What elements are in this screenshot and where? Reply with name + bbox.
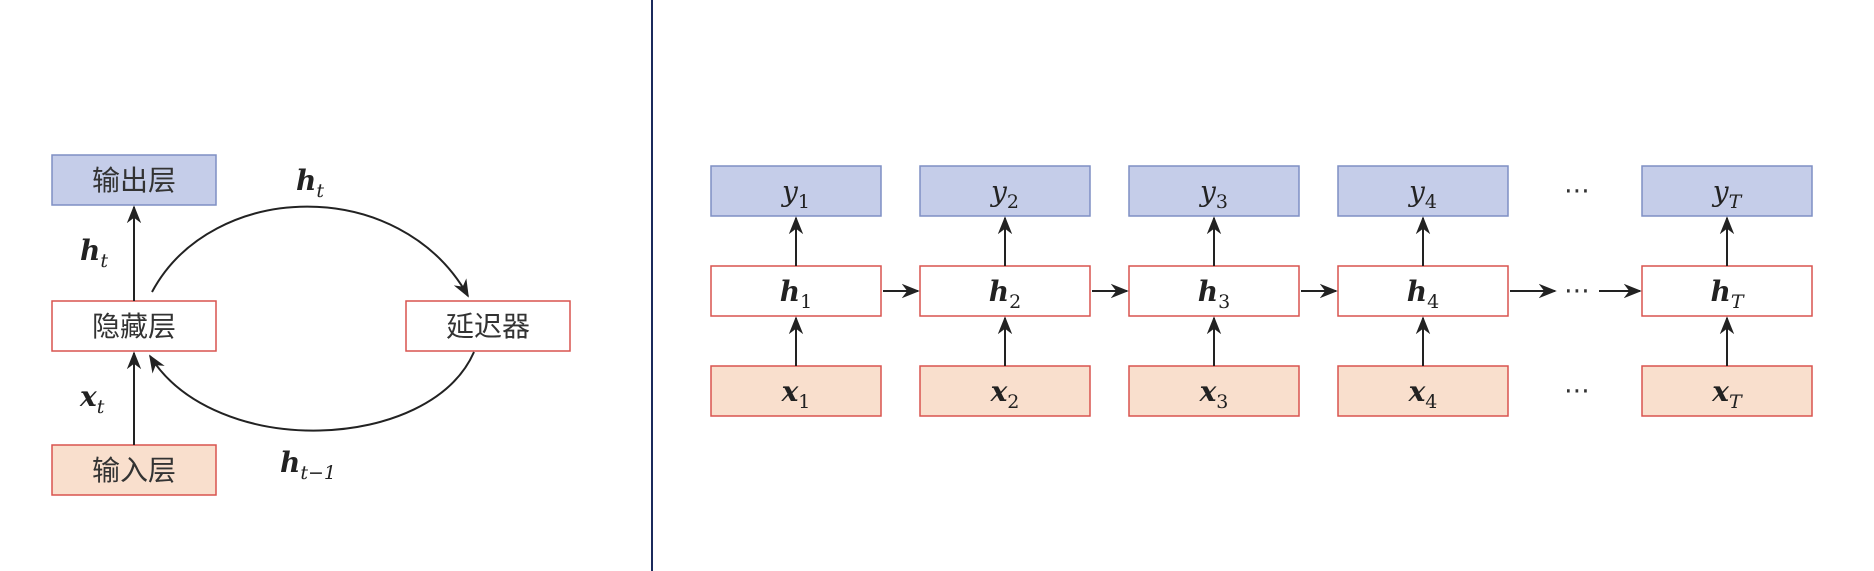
hidden-label-1: h1: [780, 275, 812, 313]
output-box-5: [1641, 165, 1813, 217]
delay-unit-label: 延迟器: [446, 310, 530, 343]
hidden-box-5: [1641, 265, 1813, 317]
ellipsis-h: ⋯: [1564, 276, 1590, 306]
label-h-t-vertical: ht: [80, 234, 108, 272]
label-h-t-arc: ht: [296, 164, 324, 202]
hidden-label-3: h3: [1198, 275, 1230, 313]
input-label-5: xT: [1711, 375, 1743, 413]
output-box-3: [1128, 165, 1300, 217]
input-label-4: x4: [1408, 375, 1438, 413]
output-label-4: y4: [1407, 175, 1437, 213]
output-label-2: y2: [989, 175, 1019, 213]
output-box-2: [919, 165, 1091, 217]
input-box-1: [710, 365, 882, 417]
hidden-box-1: [710, 265, 882, 317]
input-layer-box: [51, 444, 217, 496]
hidden-box-3: [1128, 265, 1300, 317]
output-box-4: [1337, 165, 1509, 217]
ellipsis-x: ⋯: [1564, 376, 1590, 406]
input-box-3: [1128, 365, 1300, 417]
input-box-4: [1337, 365, 1509, 417]
input-box-2: [919, 365, 1091, 417]
hidden-label-2: h2: [989, 275, 1021, 313]
hidden-box-4: [1337, 265, 1509, 317]
hidden-layer-label: 隐藏层: [92, 310, 176, 343]
label-x-t-vertical: xt: [79, 380, 105, 418]
input-box-5: [1641, 365, 1813, 417]
hidden-label-5: hT: [1710, 275, 1744, 313]
output-box-1: [710, 165, 882, 217]
folded-rnn: 输出层 隐藏层 延迟器 输入层 ht xt ht ht−1: [51, 154, 571, 496]
input-label-2: x2: [990, 375, 1020, 413]
hidden-layer-box: [51, 300, 217, 352]
output-label-1: y1: [780, 175, 810, 213]
unrolled-rnn: y1 h1 x1 y2 h2 x2 y3 h3 x3 y4 h4 x4 yT hT xT ⋯ ⋯ ⋯: [710, 165, 1813, 417]
delay-to-hidden-arc: [149, 351, 475, 432]
ellipsis-y: ⋯: [1564, 176, 1590, 206]
hidden-box-2: [919, 265, 1091, 317]
hidden-to-delay-arc: [151, 205, 469, 298]
hidden-label-4: h4: [1407, 275, 1439, 313]
output-layer-label: 输出层: [92, 164, 176, 197]
output-layer-box: [51, 154, 217, 206]
delay-unit-box: [405, 300, 571, 352]
input-layer-label: 输入层: [92, 454, 176, 487]
label-h-t-minus-1-arc: ht−1: [280, 446, 336, 484]
input-label-3: x3: [1199, 375, 1229, 413]
output-label-3: y3: [1198, 175, 1228, 213]
output-label-5: yT: [1711, 175, 1743, 213]
input-label-1: x1: [781, 375, 811, 413]
